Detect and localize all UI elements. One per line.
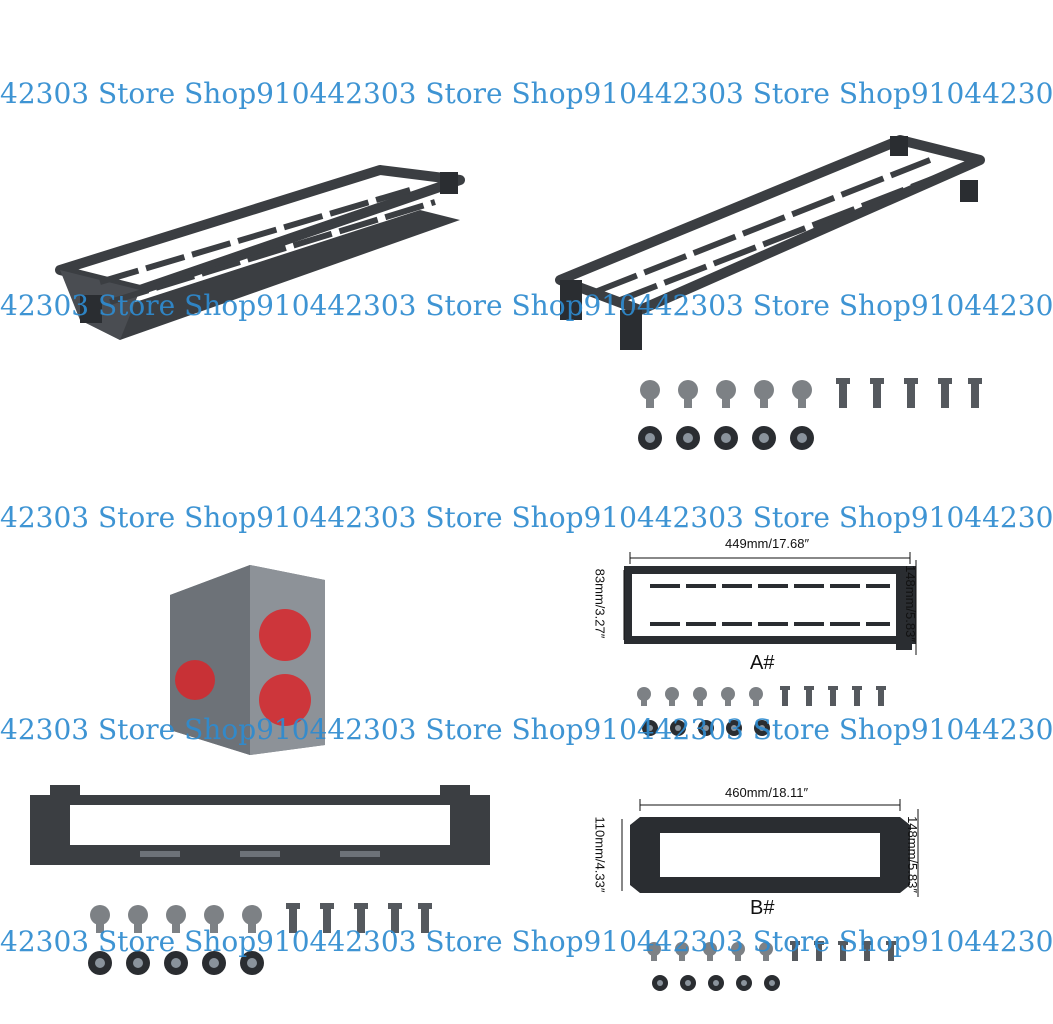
fan-icon xyxy=(259,609,311,661)
variant-b-left: 110mm/4.33″ xyxy=(592,816,608,893)
variant-a-label: A# xyxy=(750,652,775,674)
variant-a-right: 148mm/5.83″ xyxy=(902,565,918,642)
fan-icon xyxy=(259,674,311,726)
fan-icon xyxy=(175,660,215,700)
watermark-row-1: 42303 Store Shop910442303 Store Shop9104… xyxy=(0,77,1053,110)
hardware-set-top xyxy=(630,370,990,460)
variant-a-diagram: 449mm/17.68″ 83mm/3.27″ 148mm/5.83″ A# xyxy=(592,530,940,730)
bracket-b-frame xyxy=(555,135,985,350)
variant-b-label: B# xyxy=(750,897,775,919)
bracket-b-photo xyxy=(540,130,1000,380)
variant-b-width: 460mm/18.11″ xyxy=(725,785,809,800)
hardware-set-a xyxy=(630,680,900,740)
bracket-a-frame xyxy=(55,165,465,340)
hardware-set-bottom xyxy=(80,895,440,985)
variant-b-right: 148mm/5.83″ xyxy=(904,816,920,893)
variant-b-diagram: 460mm/18.11″ 110mm/4.33″ 148mm/5.83″ B# xyxy=(592,785,940,935)
mounting-screws xyxy=(640,378,982,408)
pc-case-photo xyxy=(160,555,330,755)
bracket-flat-photo xyxy=(20,775,500,875)
variant-a-left: 83mm/3.27″ xyxy=(592,568,608,639)
bracket-a-photo xyxy=(40,150,480,370)
nuts xyxy=(638,426,814,450)
hardware-set-b xyxy=(640,935,910,995)
variant-a-width: 449mm/17.68″ xyxy=(725,536,810,551)
